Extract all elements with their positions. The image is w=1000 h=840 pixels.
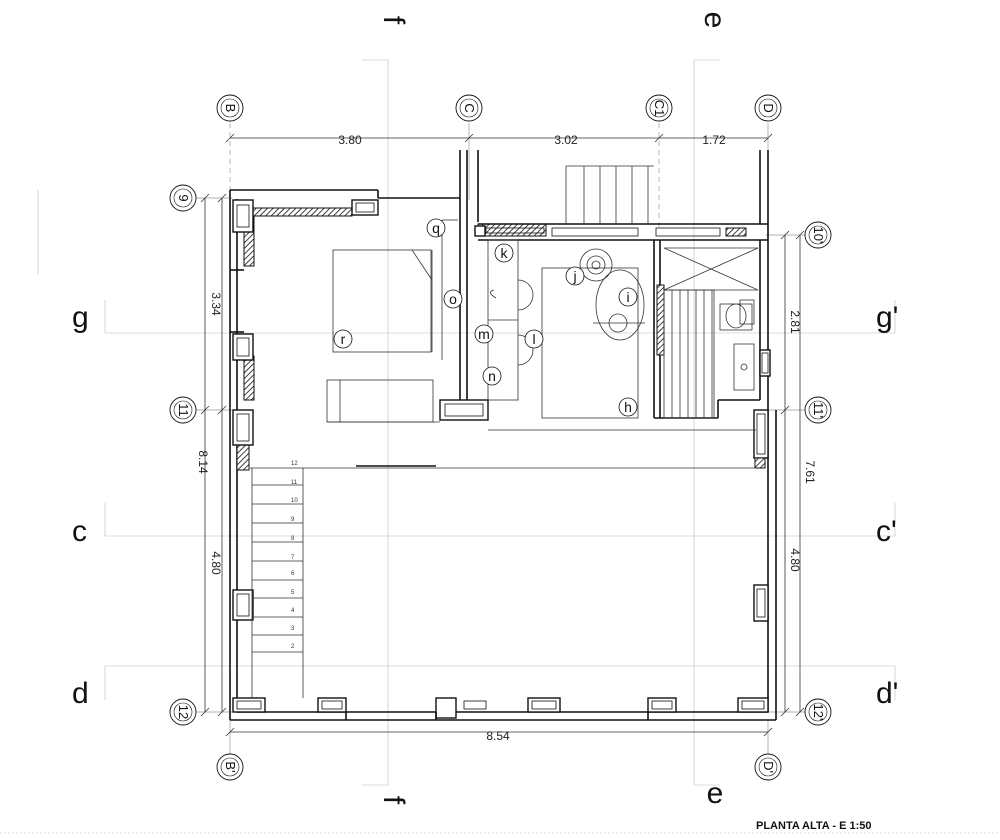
section-marker-right-d: d': [876, 677, 898, 710]
svg-text:10': 10': [811, 227, 826, 244]
svg-text:11': 11': [811, 402, 826, 418]
upper-stair-opening: [565, 165, 654, 224]
svg-text:C1: C1: [652, 100, 667, 117]
shower-area: [541, 248, 645, 419]
stair-step-6: 6: [291, 571, 295, 577]
section-marker-left-g: g: [72, 301, 89, 334]
stair-step-8: 8: [291, 536, 295, 542]
svg-text:h: h: [624, 399, 632, 415]
section-marker-left-d: d: [72, 677, 89, 710]
bed: [332, 249, 433, 353]
dimension-left-upper: 3.34: [209, 292, 223, 316]
grid-bubble-c: C: [455, 94, 483, 122]
svg-text:m: m: [478, 326, 490, 342]
columns: [232, 199, 771, 719]
dimension-top-c-c1: 3.02: [554, 133, 578, 147]
svg-text:l: l: [532, 331, 535, 347]
stair-step-11: 11: [291, 480, 298, 486]
section-marker-left-c: c: [72, 515, 87, 548]
section-marker-right-c: c': [876, 515, 897, 548]
grid-bubble-d-prime: D': [754, 753, 782, 781]
svg-text:9: 9: [176, 194, 191, 201]
dimension-right-lower: 4.80: [788, 548, 802, 572]
svg-text:j: j: [572, 268, 576, 284]
building-walls: [229, 150, 777, 721]
section-marker-right-g: g': [876, 301, 898, 334]
stair: [251, 468, 304, 698]
grid-bubble-b-prime: B': [216, 753, 244, 781]
dimension-left-lower: 4.80: [209, 551, 223, 575]
dimension-top-c1-d: 1.72: [702, 133, 726, 147]
grid-bubble-12-prime: 12': [804, 698, 832, 726]
svg-text:D': D': [761, 761, 776, 773]
room-label-o: o: [443, 289, 463, 309]
svg-text:o: o: [449, 291, 457, 307]
grid-bubble-c1: C1: [645, 94, 673, 122]
section-marker-top-e-prime: ': [716, 0, 722, 21]
dimension-right-upper: 2.81: [788, 310, 802, 334]
closet: [441, 219, 458, 360]
svg-text:r: r: [341, 331, 346, 347]
hall-cabinet: [487, 239, 534, 401]
room-label-j: j: [565, 266, 585, 286]
svg-text:B': B': [223, 761, 238, 772]
stair-step-5: 5: [291, 590, 295, 596]
section-marker-top-f: f: [377, 16, 410, 25]
dimension-top-b-c: 3.80: [338, 133, 362, 147]
grid-bubble-11-prime: 11': [804, 396, 832, 424]
room-label-k: k: [494, 243, 514, 263]
stair-step-4: 4: [291, 608, 295, 614]
svg-text:k: k: [501, 245, 509, 261]
stair-step-10: 10: [291, 498, 298, 504]
svg-text:q: q: [432, 220, 440, 236]
svg-text:12: 12: [176, 705, 191, 719]
svg-text:n: n: [488, 368, 496, 384]
bathroom-fixtures: [663, 247, 759, 419]
axis-lines: [195, 123, 805, 755]
grid-bubble-10-prime: 10': [804, 221, 832, 249]
room-label-n: n: [482, 366, 502, 386]
room-label-r: r: [333, 329, 353, 349]
grid-bubble-9: 9: [169, 184, 197, 212]
grid-bubble-b: B: [216, 94, 244, 122]
svg-text:B: B: [223, 104, 238, 113]
stair-step-12: 12: [291, 461, 298, 467]
desk: [326, 379, 440, 423]
section-marker-bottom-e: e: [707, 777, 724, 810]
room-label-l: l: [524, 329, 544, 349]
grid-bubble-12: 12: [169, 698, 197, 726]
drawing-title: PLANTA ALTA - E 1:50: [756, 820, 872, 832]
void-edge: [250, 429, 756, 469]
stair-step-2: 2: [291, 644, 295, 650]
grid-bubble-d: D: [754, 94, 782, 122]
room-label-h: h: [618, 397, 638, 417]
room-label-i: i: [618, 287, 638, 307]
svg-text:11: 11: [176, 403, 191, 417]
room-label-q: q: [426, 218, 446, 238]
section-marker-top-e: e: [698, 12, 731, 29]
svg-text:C: C: [462, 103, 477, 112]
section-marker-bottom-f: f: [377, 796, 410, 805]
dimension-left-total: 8.14: [196, 450, 210, 474]
room-label-m: m: [474, 324, 494, 344]
dimension-lines: [200, 133, 805, 737]
grid-bubble-11: 11: [169, 396, 197, 424]
dimension-right-total: 7.61: [803, 460, 817, 484]
svg-text:i: i: [626, 289, 629, 305]
stair-step-3: 3: [291, 626, 295, 632]
dimension-bottom-total: 8.54: [486, 729, 510, 743]
stair-step-7: 7: [291, 555, 295, 561]
svg-text:D: D: [761, 103, 776, 112]
svg-text:12': 12': [811, 704, 826, 721]
stair-step-9: 9: [291, 517, 295, 523]
